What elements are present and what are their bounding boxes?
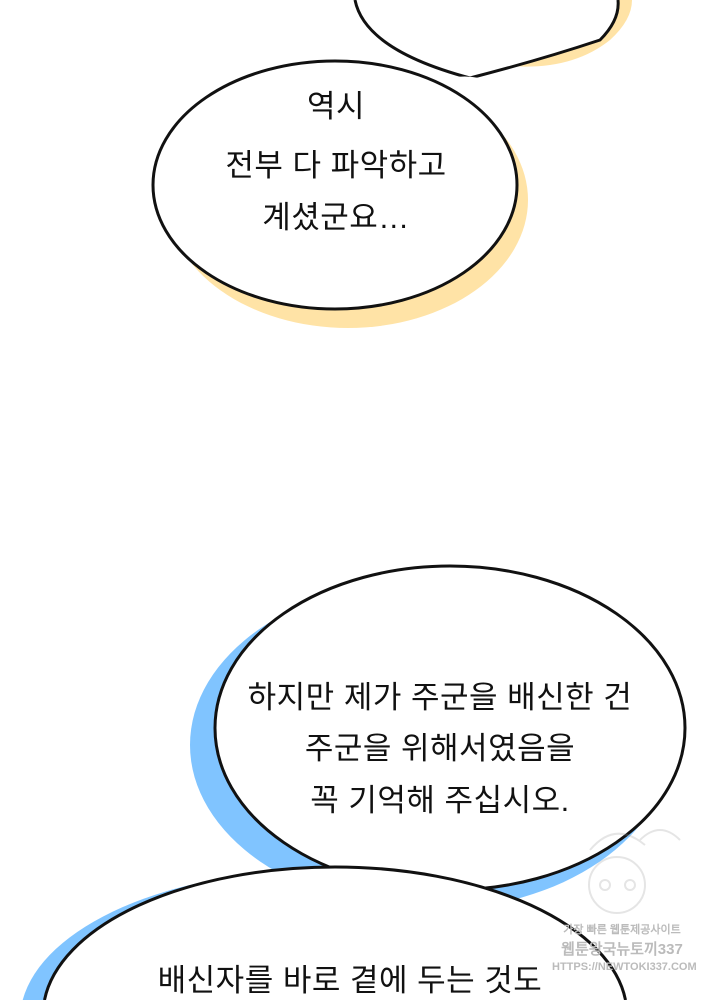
- middle-bubble-line: 하지만 제가 주군을 배신한 건: [247, 680, 633, 715]
- top-bubble-line: 계셨군요…: [262, 200, 410, 235]
- middle-bubble-line: 꼭 기억해 주십시오.: [310, 783, 570, 818]
- top-bubble-line: 역시: [306, 89, 366, 124]
- watermark-line: 웹툰왕국뉴토끼337: [561, 941, 683, 958]
- watermark-line: 가장 빠른 웹툰제공사이트: [563, 924, 681, 936]
- top-bubble-line: 전부 다 파악하고: [225, 148, 447, 183]
- middle-bubble-shape: [190, 564, 687, 910]
- top-bubble-shape: [151, 0, 632, 328]
- watermark-mascot: [588, 829, 681, 914]
- bottom-bubble-shape: [22, 865, 627, 1000]
- bottom-bubble-line: 배신자를 바로 곁에 두는 것도: [157, 963, 543, 998]
- middle-bubble-line: 주군을 위해서였음을: [304, 731, 576, 766]
- watermark-line: HTTPS://NEWTOKI337.COM: [552, 961, 697, 973]
